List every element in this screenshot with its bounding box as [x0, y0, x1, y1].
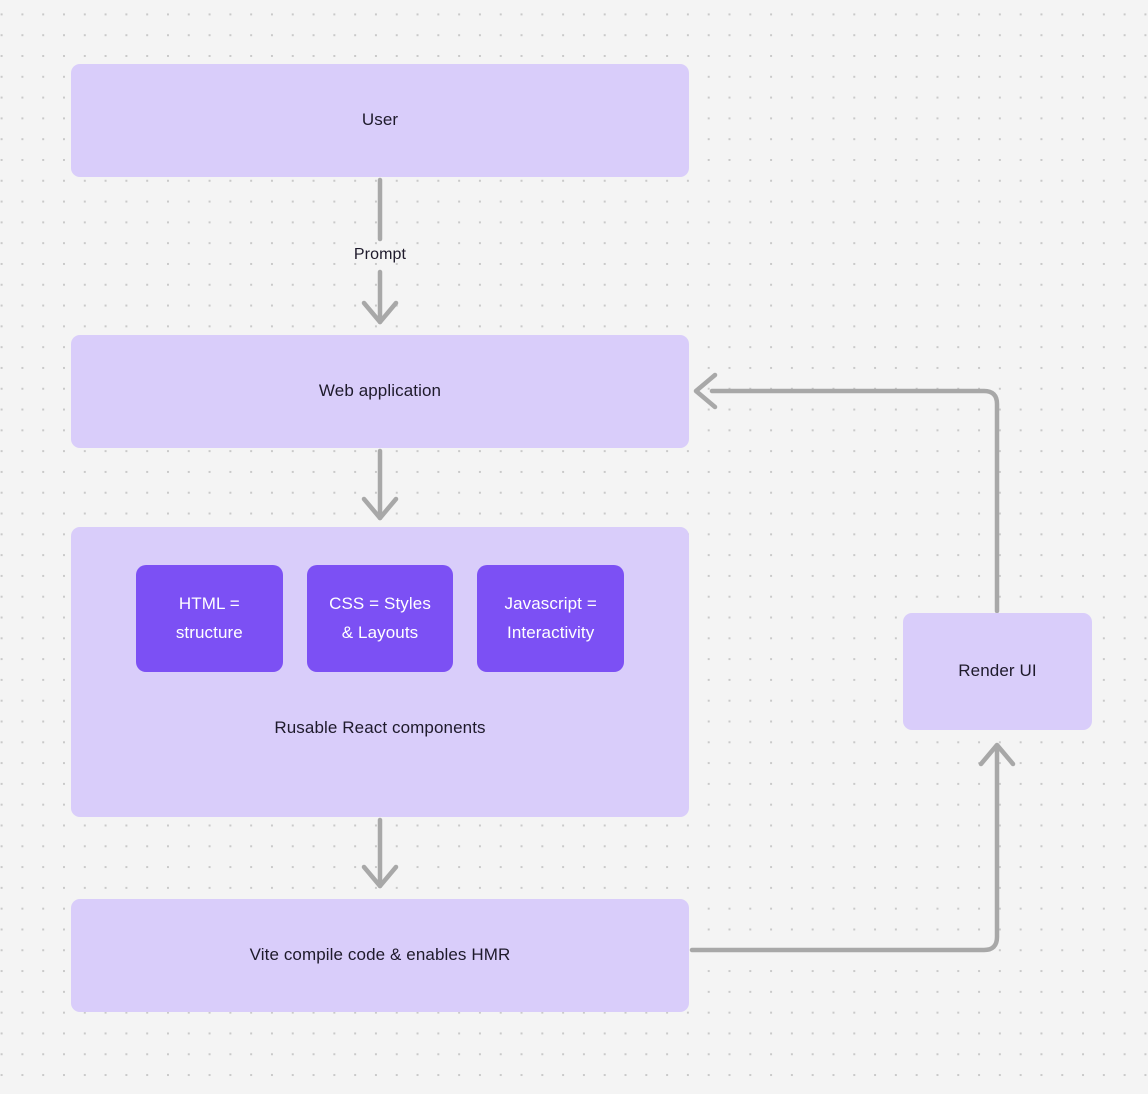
node-user-label: User — [361, 110, 399, 130]
inner-node-javascript-label: Javascript = Interactivity — [504, 590, 596, 648]
node-vite-label: Vite compile code & enables HMR — [249, 945, 511, 965]
inner-node-javascript-line1: Javascript = — [504, 593, 597, 613]
inner-node-css[interactable]: CSS = Styles & Layouts — [306, 565, 454, 672]
edge-render-to-webapp — [693, 372, 1000, 614]
node-react-components-group[interactable]: HTML = structure CSS = Styles & Layouts Ja… — [71, 527, 689, 817]
node-user[interactable]: User — [71, 64, 689, 177]
inner-node-row: HTML = structure CSS = Styles & Layouts Ja… — [136, 565, 625, 672]
node-render-ui-label: Render UI — [958, 661, 1037, 681]
node-vite[interactable]: Vite compile code & enables HMR — [71, 899, 689, 1012]
edge-vite-to-render — [689, 742, 1016, 953]
edge-webapp-to-components — [361, 448, 399, 521]
inner-node-html-line2: structure — [175, 622, 243, 642]
inner-node-javascript-line2: Interactivity — [507, 622, 595, 642]
inner-node-html[interactable]: HTML = structure — [136, 565, 283, 672]
node-web-application[interactable]: Web application — [71, 335, 689, 448]
inner-node-css-label: CSS = Styles & Layouts — [329, 590, 431, 648]
node-react-components-caption: Rusable React components — [274, 718, 486, 737]
inner-node-html-label: HTML = structure — [176, 590, 243, 648]
inner-node-html-line1: HTML = — [178, 593, 240, 613]
inner-node-css-line1: CSS = Styles — [329, 593, 431, 613]
node-web-application-label: Web application — [318, 381, 442, 401]
edge-components-to-vite — [361, 817, 399, 889]
inner-node-css-line2: & Layouts — [341, 622, 419, 642]
inner-node-javascript[interactable]: Javascript = Interactivity — [477, 565, 625, 672]
node-render-ui[interactable]: Render UI — [903, 613, 1092, 730]
edge-label-prompt: Prompt — [353, 246, 407, 263]
